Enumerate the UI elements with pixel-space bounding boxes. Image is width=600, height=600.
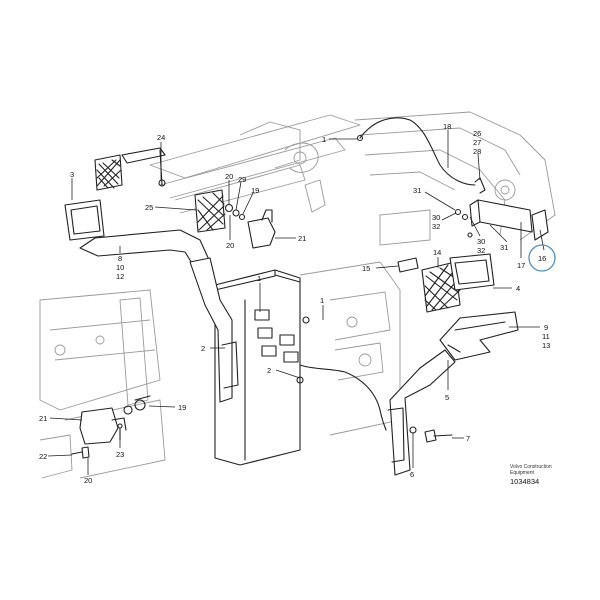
callout-18: 18 — [443, 122, 451, 131]
callout-9: 9 — [544, 323, 548, 332]
left-work-lamp — [64, 199, 107, 249]
callout-16-highlight-ring — [528, 244, 556, 272]
callout-22: 22 — [39, 452, 47, 461]
callout-32-right: 32 — [477, 246, 485, 255]
callout-11: 11 — [542, 332, 550, 341]
callout-17: 17 — [517, 261, 525, 270]
maker-name-line1: Volvo Construction — [510, 464, 552, 470]
callout-7: 7 — [466, 434, 470, 443]
callout-20-lower: 20 — [84, 476, 92, 485]
callout-3: 3 — [70, 170, 74, 179]
callout-19-upper: 19 — [251, 186, 259, 195]
callout-4: 4 — [516, 284, 520, 293]
right-grille-14 — [421, 261, 461, 313]
callout-29: 29 — [238, 175, 246, 184]
callout-27: 27 — [473, 138, 481, 147]
upper-left-grille-bracket — [94, 147, 166, 191]
callout-28: 28 — [473, 147, 481, 156]
center-grille — [194, 189, 246, 233]
callout-5: 5 — [445, 393, 449, 402]
callout-1-right: 1 — [320, 296, 324, 305]
callout-15: 15 — [362, 264, 370, 273]
callout-20-mid: 20 — [226, 241, 234, 250]
callout-numbers: 1 18 26 27 28 24 3 20 29 19 25 20 31 30 … — [39, 122, 550, 485]
callout-2-left: 2 — [201, 344, 205, 353]
right-conduit-arm — [387, 311, 519, 476]
callout-21-upper: 21 — [298, 234, 306, 243]
callout-31-lower: 31 — [500, 243, 508, 252]
left-conduit-arm — [79, 229, 239, 403]
decal-15 — [397, 257, 419, 273]
callout-30-left: 30 — [432, 213, 440, 222]
bolt-23 — [117, 423, 123, 441]
electrical-panel — [214, 269, 387, 466]
small-lamp-21a — [247, 209, 276, 249]
callout-25: 25 — [145, 203, 153, 212]
callout-24: 24 — [157, 133, 165, 142]
callout-1-panel: 1 — [257, 274, 261, 283]
connector-block — [254, 309, 310, 384]
callout-13: 13 — [542, 341, 550, 350]
callout-10: 10 — [116, 263, 124, 272]
callout-12: 12 — [116, 272, 124, 281]
right-work-lamp-4 — [449, 253, 495, 291]
callout-23: 23 — [116, 450, 124, 459]
maker-name-line2: Equipment — [510, 470, 535, 476]
callout-31-upper: 31 — [413, 186, 421, 195]
callout-26: 26 — [473, 129, 481, 138]
callout-2-center: 2 — [267, 366, 271, 375]
callout-14: 14 — [433, 248, 441, 257]
callout-20-upper: 20 — [225, 172, 233, 181]
callout-21-lower: 21 — [39, 414, 47, 423]
callout-19-lower: 19 — [178, 403, 186, 412]
upper-right-cable — [356, 117, 486, 194]
drawing-number: 1034834 — [510, 477, 539, 486]
callout-8: 8 — [118, 254, 122, 263]
callout-32-left: 32 — [432, 222, 440, 231]
leader-lines — [47, 130, 545, 475]
callout-6: 6 — [410, 470, 414, 479]
callout-1: 1 — [322, 135, 326, 144]
drawing-footer: Volvo Construction Equipment 1034834 — [510, 464, 552, 486]
mounting-bracket-17 — [454, 199, 549, 241]
bolt-22 — [71, 446, 90, 459]
callout-16: 16 — [538, 254, 546, 263]
lower-left-lamp — [79, 395, 151, 445]
bolt-7 — [424, 429, 453, 443]
callout-30-right: 30 — [477, 237, 485, 246]
